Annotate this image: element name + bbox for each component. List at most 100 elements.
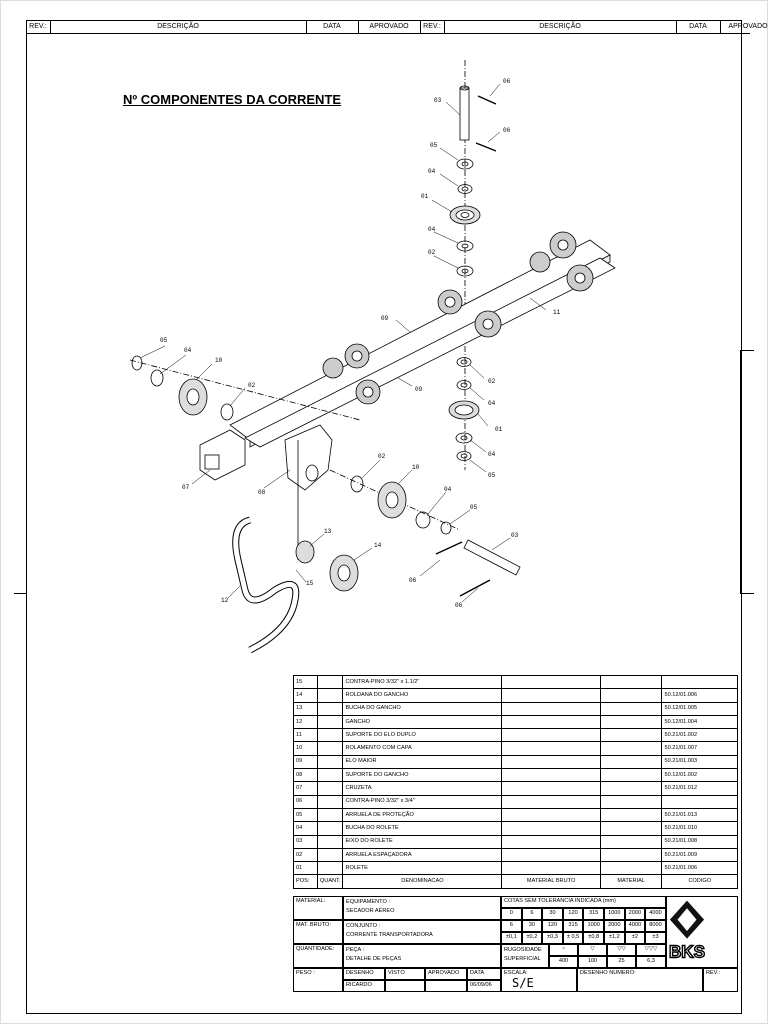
callout-label: 10 — [215, 357, 223, 364]
tolerance-cell: ±0,3 — [542, 932, 563, 944]
material-cell — [599, 688, 663, 703]
callout-label: 02 — [488, 378, 496, 385]
quant-cell — [316, 847, 344, 863]
data-value: 06/09/06 — [467, 980, 501, 992]
pos-cell: 13 — [293, 701, 318, 716]
drawing-frame — [26, 20, 742, 1014]
callout-label: 04 — [428, 226, 436, 233]
page-title: Nº COMPONENTES DA CORRENTE — [123, 92, 342, 107]
logo-cell — [666, 896, 738, 968]
denominacao-cell: ROLAMENTO COM CAPA — [342, 741, 503, 756]
callout-label: 06 — [503, 127, 511, 134]
peca-value: DETALHE DE PEÇAS — [346, 956, 402, 962]
denominacao-cell: SUPORTE DO GANCHO — [342, 768, 503, 783]
descricao-label: DESCRIÇÃO — [50, 21, 307, 33]
logo-text: BKS — [669, 943, 705, 962]
rev-label: REV.: — [420, 21, 445, 33]
denominacao-cell: SUPORTE DO ELO DUPLO — [342, 728, 503, 743]
table-row: 14 ROLDANA DO GANCHO 50.12/01.006 — [293, 688, 738, 703]
denominacao-cell: ELO MAIOR — [342, 754, 503, 770]
quant-cell — [316, 754, 344, 770]
equipamento-value: SECADOR AÉREO — [346, 908, 395, 914]
tolerance-cell: 6 — [521, 908, 543, 920]
quant-cell — [316, 861, 344, 876]
aprovado-label: APROVADO — [358, 21, 421, 33]
callout-label: 04 — [184, 347, 192, 354]
callout-label: 03 — [434, 97, 442, 104]
callout-label: 01 — [495, 426, 503, 433]
tolerance-cell: ±0,1 — [501, 932, 522, 944]
callout-label: 05 — [430, 142, 438, 149]
desenho-header: DESENHO — [343, 968, 385, 980]
conjunto-label: CONJUNTO : — [346, 923, 381, 929]
quant-cell — [316, 768, 344, 783]
tolerance-cell: ±2 — [624, 932, 646, 944]
tolerance-cell: 120 — [562, 908, 584, 920]
visto-header: VISTO — [385, 968, 425, 980]
mat-bruto-label: MAT. BRUTO: — [293, 920, 343, 944]
conjunto-value: CORRENTE TRANSPORTADORA — [346, 932, 433, 938]
pos-cell: 04 — [293, 821, 318, 836]
material-cell — [599, 821, 663, 836]
pos-cell: 11 — [293, 728, 318, 743]
tolerance-cell: 4000 — [645, 908, 666, 920]
equipamento-cell: EQUIPAMENTO : SECADOR AÉREO — [343, 896, 501, 920]
bom-header-row: POS: QUANT. DENOMINACAO MATERIAL BRUTO M… — [293, 874, 738, 889]
codigo-cell: 50.21/01.012 — [661, 781, 738, 796]
tolerancia-title: COTAS SEM TOLERANCIA INDICADA (mm) — [501, 896, 666, 908]
tolerance-cell: 0 — [501, 908, 522, 920]
escala-value: S/E — [512, 976, 534, 990]
pos-cell: 10 — [293, 741, 318, 756]
pos-cell: 02 — [293, 847, 318, 863]
equipamento-label: EQUIPAMENTO : — [346, 899, 390, 905]
codigo-cell: 50.21/01.007 — [661, 741, 738, 756]
rugosidade-label: RUGOSIDADE SUPERFICIAL — [501, 944, 549, 968]
pos-cell: 14 — [293, 688, 318, 703]
tolerance-cell: ± 0,5 — [562, 932, 584, 944]
callout-label: 06 — [455, 602, 463, 609]
material-cell — [599, 861, 663, 876]
pos-cell: 01 — [293, 861, 318, 876]
quant-cell — [316, 674, 344, 690]
denominacao-cell: GANCHO — [342, 714, 503, 730]
callout-label: 04 — [488, 400, 496, 407]
denominacao-cell: BUCHA DO ROLETE — [342, 821, 503, 836]
callout-label: 04 — [488, 451, 496, 458]
material-bruto-header: MATERIAL BRUTO — [501, 874, 601, 889]
rev-label: REV.: — [703, 968, 738, 992]
frame-tick — [740, 593, 754, 594]
material-bruto-cell — [501, 728, 601, 743]
quant-cell — [316, 807, 344, 823]
quantidade-label: QUANTIDADE: — [293, 944, 343, 968]
descricao-label: DESCRIÇÃO — [444, 21, 677, 33]
quant-cell — [316, 821, 344, 836]
denominacao-cell: ROLDANA DO GANCHO — [342, 688, 503, 703]
quant-cell — [316, 834, 344, 849]
tolerance-cell: 315 — [583, 908, 604, 920]
rugosidade-grid: ~ ▽ ▽▽ ▽▽▽ 400 100 25 6,3 — [549, 944, 666, 968]
callout-label: 03 — [511, 532, 519, 539]
peso-label: PESO : — [293, 968, 343, 992]
material-cell — [599, 714, 663, 730]
material-cell — [599, 754, 663, 770]
tolerance-cell: 1000 — [583, 920, 604, 932]
codigo-cell — [661, 794, 738, 809]
codigo-cell: 50.12/01.005 — [661, 701, 738, 716]
tolerance-cell: ±0,8 — [583, 932, 604, 944]
tolerance-cell: ±3 — [645, 932, 666, 944]
material-bruto-cell — [501, 781, 601, 796]
rug-value: 6,3 — [636, 956, 666, 968]
material-bruto-cell — [501, 821, 601, 836]
quant-header: QUANT. — [316, 874, 344, 889]
denominacao-cell: ARRUELA DE PROTEÇÃO — [342, 807, 503, 823]
callout-label: 10 — [412, 464, 420, 471]
codigo-cell: 50.12/01.006 — [661, 688, 738, 703]
